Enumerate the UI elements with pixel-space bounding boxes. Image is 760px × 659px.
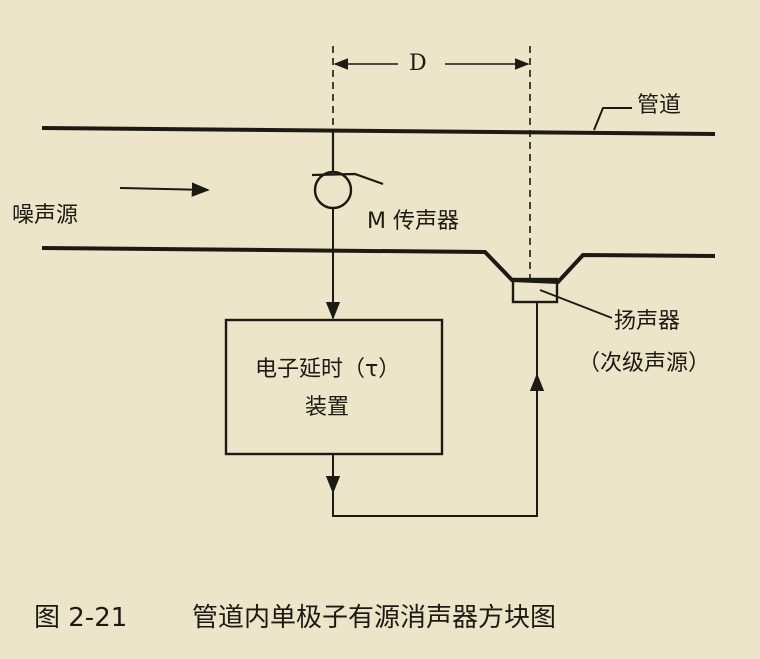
delay-device-label-line1: 电子延时（τ） [255, 357, 400, 382]
noise-flow-arrow [119, 182, 210, 197]
delay-device-label-line2: 装置 [305, 395, 349, 420]
noise-source-label: 噪声源 [12, 203, 78, 228]
pipe-label: 管道 [637, 93, 681, 118]
figure-title: 管道内单极子有源消声器方块图 [192, 603, 556, 633]
microphone-symbol [313, 170, 353, 210]
pipe-label-leader [593, 107, 632, 131]
dimension-label: D [409, 51, 427, 76]
mic-diaphragm [311, 172, 384, 186]
delay-device-box [224, 318, 444, 456]
speaker-sublabel: （次级声源） [578, 351, 710, 376]
loudspeaker-symbol [511, 277, 559, 304]
loop-bottom-line [332, 455, 538, 517]
figure-number: 图 2-21 [34, 603, 127, 633]
microphone-label: M 传声器 [367, 209, 459, 234]
pipe-upper-wall [41, 126, 716, 136]
speaker-leader [539, 289, 613, 319]
speaker-label: 扬声器 [614, 309, 680, 334]
pipe-lower-wall [41, 246, 716, 285]
